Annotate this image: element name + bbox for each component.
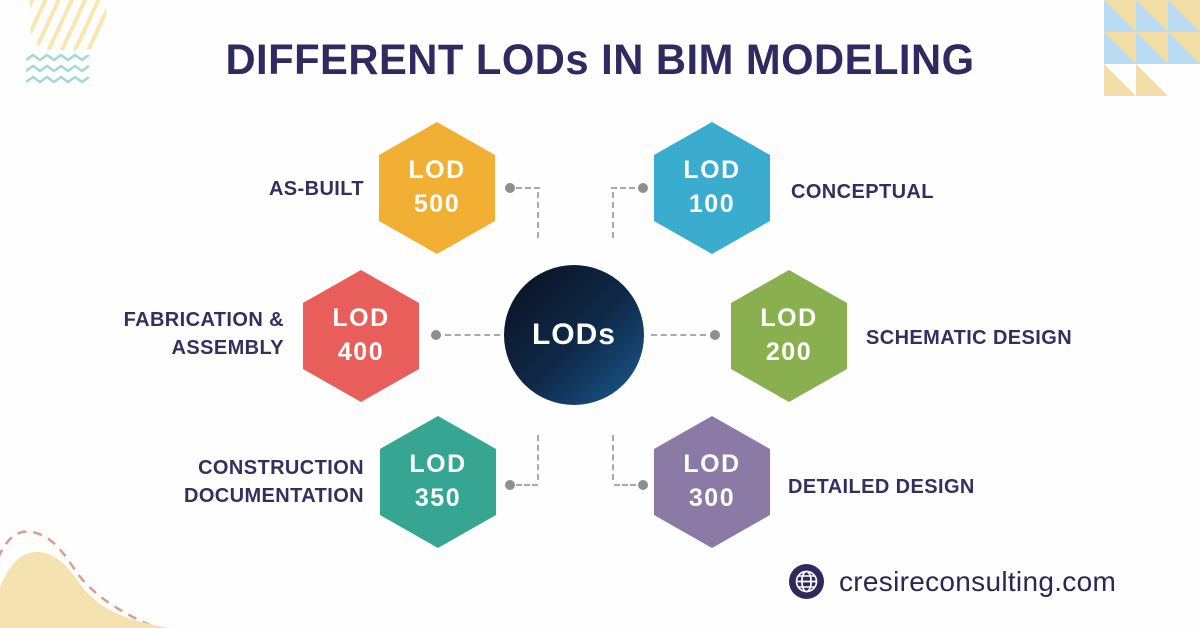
label-detailed-design: DETAILED DESIGN [788,476,975,498]
connector-dot [505,480,515,490]
triangle-cell [1168,32,1200,64]
hexagon-level: 500 [413,190,461,218]
hexagon-code: LOD [332,304,390,333]
hexagon-level: 400 [337,338,385,366]
connector-dot [431,330,441,340]
hexagon-lod-300: LOD 300 [654,416,770,548]
hexagon-lod-350: LOD 350 [380,416,496,548]
page-title: DIFFERENT LODs IN BIM MODELING [225,36,975,84]
triangle-cell [1104,64,1136,96]
label-conceptual: CONCEPTUAL [791,181,934,203]
connector-line [614,484,636,486]
center-label: LODs [531,318,616,351]
hexagon-code: LOD [760,304,818,333]
corner-blob-decoration [0,530,170,628]
connector-line [651,334,706,336]
corner-hatch-decoration [30,0,106,50]
triangle-cell [1136,64,1168,96]
connector-line [611,187,635,189]
footer-website: cresireconsulting.com [788,563,1116,600]
label-as-built: AS-BUILT [268,178,364,200]
hexagon-code: LOD [409,450,467,479]
triangle-cell [1168,0,1200,32]
connector-dot [638,183,648,193]
triangle-cell [1136,32,1168,64]
triangle-cell [1136,0,1168,32]
connector-line [516,187,540,189]
connector-dot [505,183,515,193]
triangle-pattern-decoration [1104,0,1200,96]
hexagon-code: LOD [683,156,741,185]
connector-dot [710,330,720,340]
label-schematic-design: SCHEMATIC DESIGN [866,327,1073,349]
hexagon-level: 100 [688,190,736,218]
waves-decoration [26,53,90,84]
connector-line [445,334,500,336]
connector-line [516,484,538,486]
connector-line [612,192,614,238]
label-construction-documentation: CONSTRUCTION DOCUMENTATION [184,457,364,507]
connector-line [612,435,614,480]
hexagon-lod-200: LOD 200 [731,270,847,402]
connector-dot [638,480,648,490]
connector-line [537,435,539,480]
connector-line [537,192,539,238]
triangle-cell [1104,0,1136,32]
label-fabrication-assembly: FABRICATION & ASSEMBLY [123,309,284,359]
hexagon-code: LOD [408,156,466,185]
hexagon-level: 300 [688,484,736,512]
hexagon-level: 350 [414,484,462,512]
hexagon-lod-100: LOD 100 [654,122,770,254]
globe-icon [789,564,824,599]
website-url: cresireconsulting.com [839,565,1117,597]
hexagon-code: LOD [683,450,741,479]
hexagon-level: 200 [765,338,813,366]
center-circle: LODs [504,265,644,405]
hexagon-lod-400: LOD 400 [303,270,419,402]
triangle-cell [1104,32,1136,64]
hexagon-lod-500: LOD 500 [379,122,495,254]
